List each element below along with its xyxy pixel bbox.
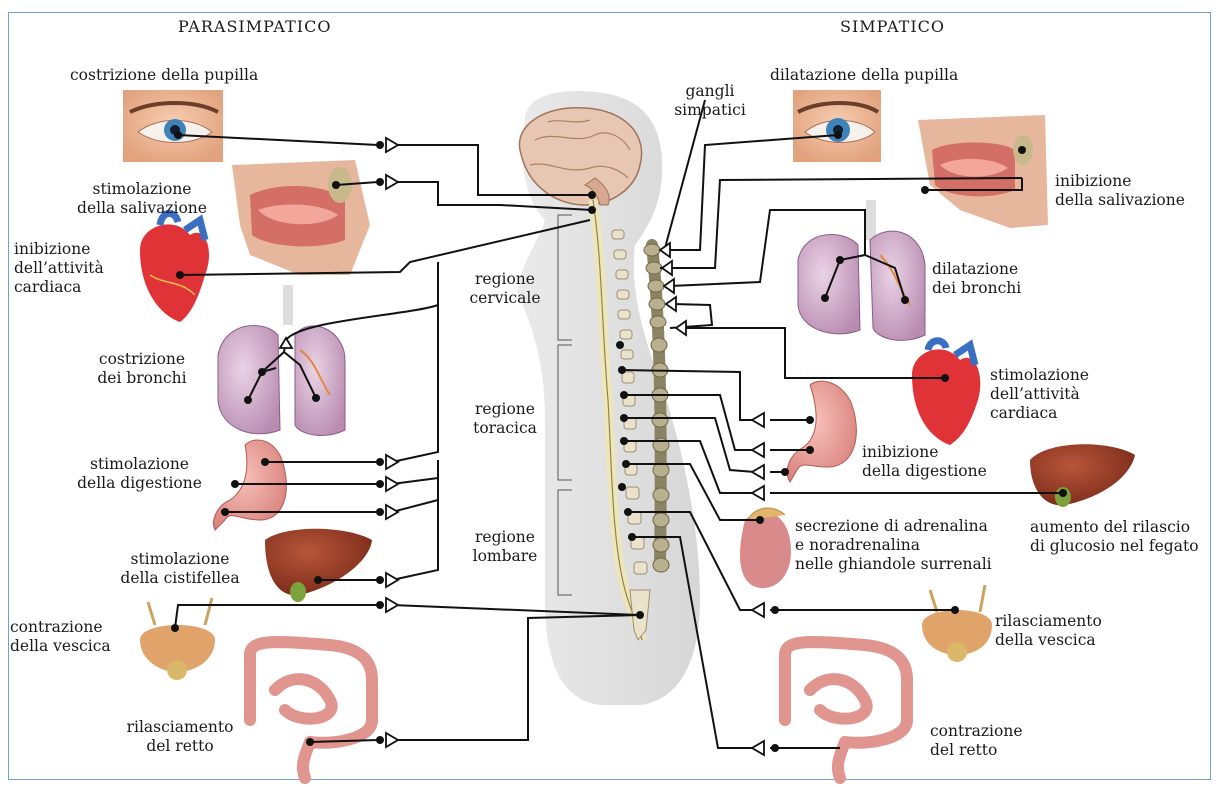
label-gallbladder-stimulation: stimolazione della cistifellea (100, 550, 260, 588)
lungs-left (218, 285, 345, 435)
label-bladder-relaxation: rilasciamento della vescica (995, 612, 1102, 650)
label-rectum-contraction: contrazione del retto (930, 722, 1023, 760)
mouth-left (232, 160, 370, 275)
label-bronchi-dilation: dilatazione dei bronchi (932, 260, 1021, 298)
label-digestion-inhibition: inibizione della digestione (862, 443, 987, 481)
label-heart-stimulation: stimolazione dell’attività cardiaca (990, 366, 1089, 423)
intestine-right (785, 642, 907, 778)
label-bladder-contraction: contrazione della vescica (10, 618, 111, 656)
label-glucose-release: aumento del rilascio di glucosio nel feg… (1030, 518, 1199, 556)
label-lumbar-region: regione lombare (455, 528, 555, 566)
mouth-right (918, 115, 1048, 228)
label-heart-inhibition: inibizione dell’attività cardiaca (14, 240, 104, 297)
label-digestion-stimulation: stimolazione della digestione (62, 455, 217, 493)
heart-right (912, 341, 980, 445)
label-salivation-inhibition: inibizione della salivazione (1055, 172, 1185, 210)
label-cervical-region: regione cervicale (455, 270, 555, 308)
label-salivation-stimulation: stimolazione della salivazione (62, 180, 222, 218)
label-pupil-constriction: costrizione della pupilla (70, 66, 258, 85)
stomach-right (787, 381, 856, 482)
lungs-right (798, 200, 925, 340)
label-adrenaline-secretion: secrezione di adrenalina e noradrenalina… (795, 517, 992, 574)
intestine-left (250, 642, 372, 778)
label-thoracic-region: regione toracica (455, 400, 555, 438)
label-pupil-dilation: dilatazione della pupilla (770, 66, 958, 85)
liver-left (265, 529, 372, 602)
label-bronchi-constriction: costrizione dei bronchi (82, 350, 202, 388)
liver-right (1030, 444, 1135, 507)
label-rectum-relaxation: rilasciamento del retto (110, 718, 250, 756)
eye-right (793, 90, 881, 162)
header-sympathetic: SIMPATICO (840, 17, 945, 36)
eye-left (123, 90, 223, 162)
bladder-right (922, 585, 992, 662)
label-sympathetic-ganglia: gangli simpatici (665, 82, 755, 120)
heart-left (140, 213, 209, 322)
header-parasympathetic: PARASIMPATICO (178, 17, 331, 36)
